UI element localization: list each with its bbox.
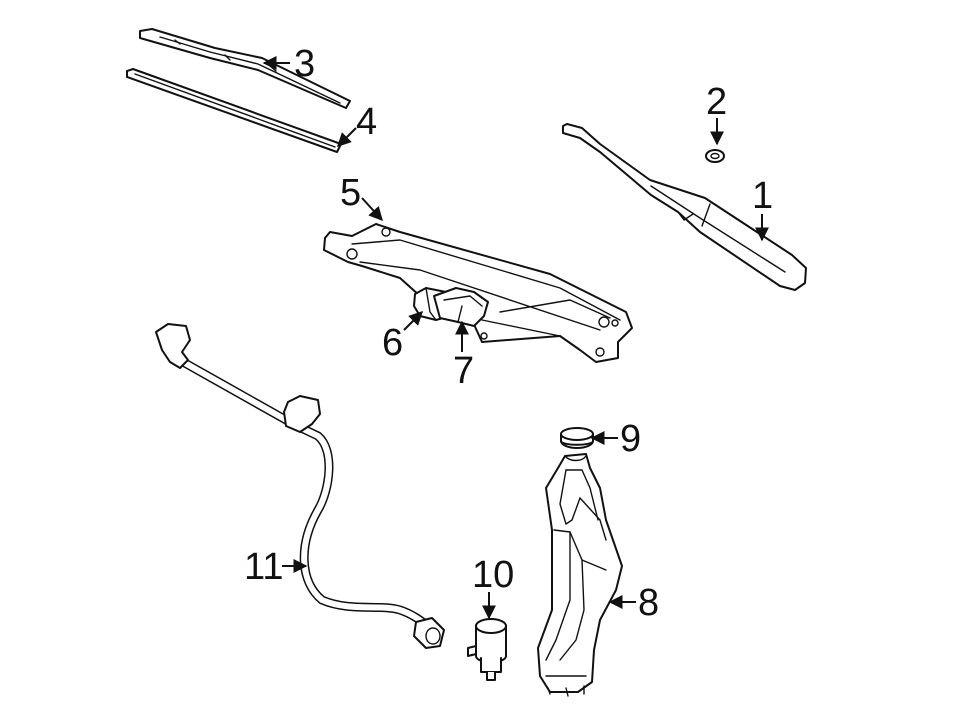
callout-8: 8 [638,582,659,624]
washer-pump[interactable] [467,618,507,681]
callout-5: 5 [340,172,361,214]
callout-9: 9 [620,418,641,460]
wiper-linkage[interactable] [323,223,633,363]
callout-11: 11 [244,546,283,588]
leader-6 [403,311,423,331]
leader-lines [262,56,769,620]
arm-nut[interactable] [705,149,725,163]
callout-7: 7 [453,350,474,392]
callout-4: 4 [356,101,377,143]
callout-6: 6 [382,322,403,364]
callout-2: 2 [706,81,727,123]
callout-labels: 1 2 3 4 5 6 7 8 9 10 11 [244,43,773,624]
leader-5 [361,197,383,222]
callout-3: 3 [294,43,315,85]
motor-gearbox[interactable] [433,287,489,327]
washer-reservoir[interactable] [537,453,623,697]
callout-1: 1 [752,175,773,217]
reservoir-cap[interactable] [560,427,594,449]
callout-10: 10 [472,554,514,596]
wiper-blade-assembly[interactable] [139,28,351,109]
washer-hose[interactable] [155,323,445,649]
leader-4 [337,127,357,147]
wiper-arm[interactable] [562,123,807,291]
wiper-blade-insert[interactable] [126,68,342,153]
